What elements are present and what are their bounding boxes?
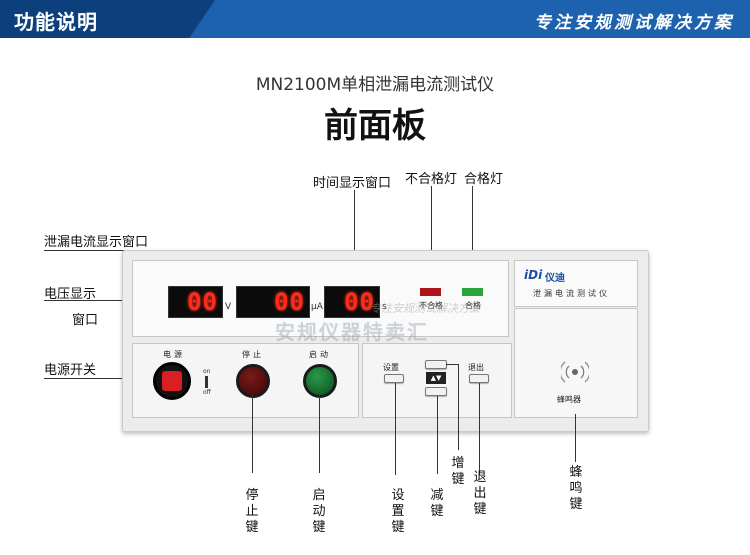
header-title: 功能说明 [14, 10, 98, 34]
fail-lamp-label: 不合格 [419, 301, 443, 310]
current-display: 00 [236, 286, 310, 318]
callout-fail-lamp: 不合格灯 [405, 172, 458, 187]
pass-lamp [462, 288, 483, 296]
decrease-key[interactable] [425, 387, 447, 396]
callout-decrease-key: 减键 [430, 488, 444, 519]
model-name: 泄漏电流测试仪 [533, 289, 610, 298]
callout-stop-key: 停止键 [245, 488, 259, 535]
voltage-display: 00 [168, 286, 223, 318]
leader-line [431, 186, 432, 264]
leader-line [479, 383, 480, 475]
time-display: 00 [324, 286, 380, 318]
power-switch[interactable] [153, 362, 191, 400]
watermark-sub: 专注安规测试解决方案 [370, 302, 480, 315]
buzzer-label: 蜂鸣器 [557, 395, 581, 404]
stop-button[interactable] [236, 364, 270, 398]
header-slogan: 专注安规测试解决方案 [534, 13, 734, 33]
switch-indicator [205, 376, 208, 388]
leader-line [458, 364, 459, 450]
callout-exit-key: 退出键 [473, 470, 487, 517]
exit-key-label: 退出 [468, 363, 484, 372]
callout-voltage-line1: 电压显示 [44, 287, 97, 302]
callout-start-key: 启动键 [312, 488, 326, 535]
leader-line [575, 414, 576, 462]
callout-voltage-line2: 窗口 [72, 313, 99, 328]
leader-line [319, 395, 320, 473]
time-unit: s [382, 302, 387, 312]
leader-line [437, 396, 438, 474]
off-label: off [203, 389, 211, 396]
leader-line [252, 395, 253, 473]
callout-buzzer: 蜂鸣键 [569, 465, 583, 512]
leader-line [395, 383, 396, 475]
on-label: on [203, 368, 211, 375]
panel-title: 前面板 [324, 106, 426, 146]
callout-power-switch: 电源开关 [44, 363, 97, 378]
start-label: 启动 [309, 350, 331, 359]
stop-label: 停止 [242, 350, 264, 359]
leader-line [354, 190, 355, 288]
product-name: MN2100M单相泄漏电流测试仪 [255, 75, 495, 95]
start-button[interactable] [303, 364, 337, 398]
power-rocker [162, 371, 182, 391]
increase-key[interactable] [425, 360, 447, 369]
set-key-label: 设置 [383, 363, 399, 372]
leader-line [446, 364, 458, 365]
callout-pass-lamp: 合格灯 [464, 172, 504, 187]
callout-increase-key: 增键 [451, 456, 465, 487]
leader-line [472, 186, 473, 264]
leader-line [44, 300, 170, 301]
watermark-main: 安规仪器特卖汇 [275, 320, 429, 344]
leader-line [44, 378, 164, 379]
brand-name: 仪迪 [545, 273, 565, 284]
voltage-unit: V [225, 302, 232, 312]
up-down-arrow-icon: ▲▼ [426, 372, 446, 384]
callout-time-window: 时间显示窗口 [313, 176, 392, 191]
current-unit: μA [311, 302, 323, 312]
power-label: 电源 [163, 350, 185, 359]
header-tab [0, 0, 215, 38]
callout-leak-window: 泄漏电流显示窗口 [44, 235, 149, 250]
brand-logo: iDi [524, 268, 543, 282]
buzzer-icon [559, 358, 591, 386]
brand-panel [514, 260, 638, 307]
fail-lamp [420, 288, 441, 296]
pass-lamp-label: 合格 [465, 301, 481, 310]
buzzer-panel [514, 308, 638, 418]
set-key[interactable] [384, 374, 404, 383]
exit-key[interactable] [469, 374, 489, 383]
callout-set-key: 设置键 [391, 488, 405, 535]
